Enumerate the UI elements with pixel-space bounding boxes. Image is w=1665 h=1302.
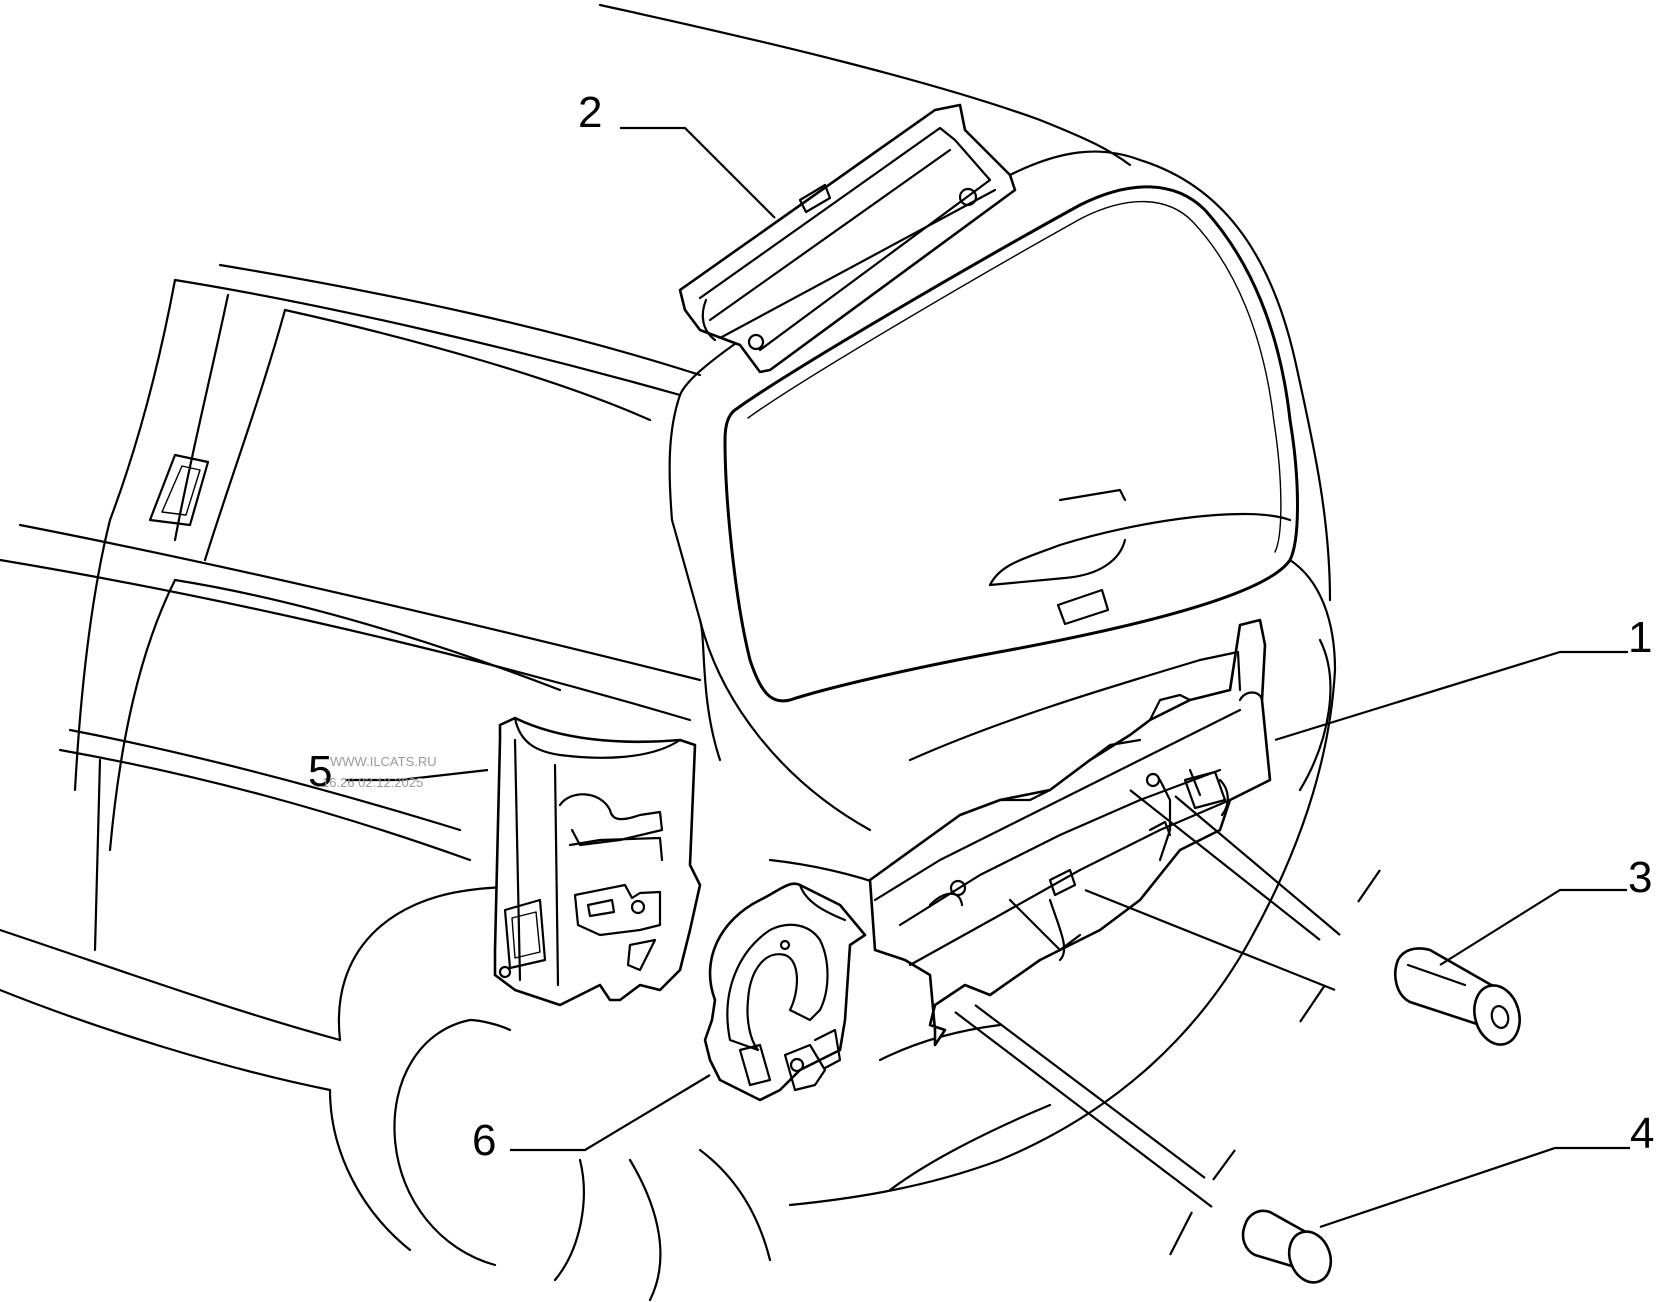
callout-3: 3 [1628, 853, 1652, 902]
fastener-line-3a [1174, 795, 1341, 936]
callout-4: 4 [1630, 1109, 1654, 1158]
fastener-line-4a [954, 1011, 1213, 1208]
leader-lines [345, 126, 1630, 1256]
leader-2 [620, 126, 776, 219]
leader-3 [1439, 888, 1627, 966]
leader-1 [1274, 650, 1628, 742]
bracket-tick-3b [1299, 984, 1326, 1023]
part-2-upper-bracket [678, 103, 1017, 374]
part-5-pillar-panel [493, 716, 702, 1007]
part-6-lamp-bracket [703, 882, 867, 1102]
leader-5 [345, 768, 489, 782]
fastener-line-3c [1084, 888, 1336, 992]
car-body-outline [0, 3, 1337, 1302]
watermark-line-2: 16.26 02.12.2025 [322, 775, 423, 790]
part-4-plug [1241, 1209, 1333, 1284]
bracket-tick-3a [1357, 869, 1381, 903]
bracket-tick-4a [1212, 1149, 1236, 1181]
callout-5: 5 [308, 747, 332, 796]
leader-6 [510, 1074, 711, 1152]
part-3-plug [1394, 947, 1521, 1046]
fastener-line-3b [1129, 789, 1321, 941]
callouts: 2 1 3 4 5 6 [308, 88, 1654, 1165]
leader-4 [1319, 1146, 1630, 1229]
bracket-tick-4b [1169, 1211, 1193, 1256]
fastener-line-4b [974, 1004, 1206, 1179]
watermark: WWW.ILCATS.RU 16.26 02.12.2025 [322, 754, 437, 790]
callout-2: 2 [578, 88, 602, 137]
callout-6: 6 [472, 1116, 496, 1165]
callout-1: 1 [1628, 613, 1652, 662]
part-1-rear-crossmember [868, 618, 1272, 1047]
watermark-line-1: WWW.ILCATS.RU [330, 754, 437, 769]
